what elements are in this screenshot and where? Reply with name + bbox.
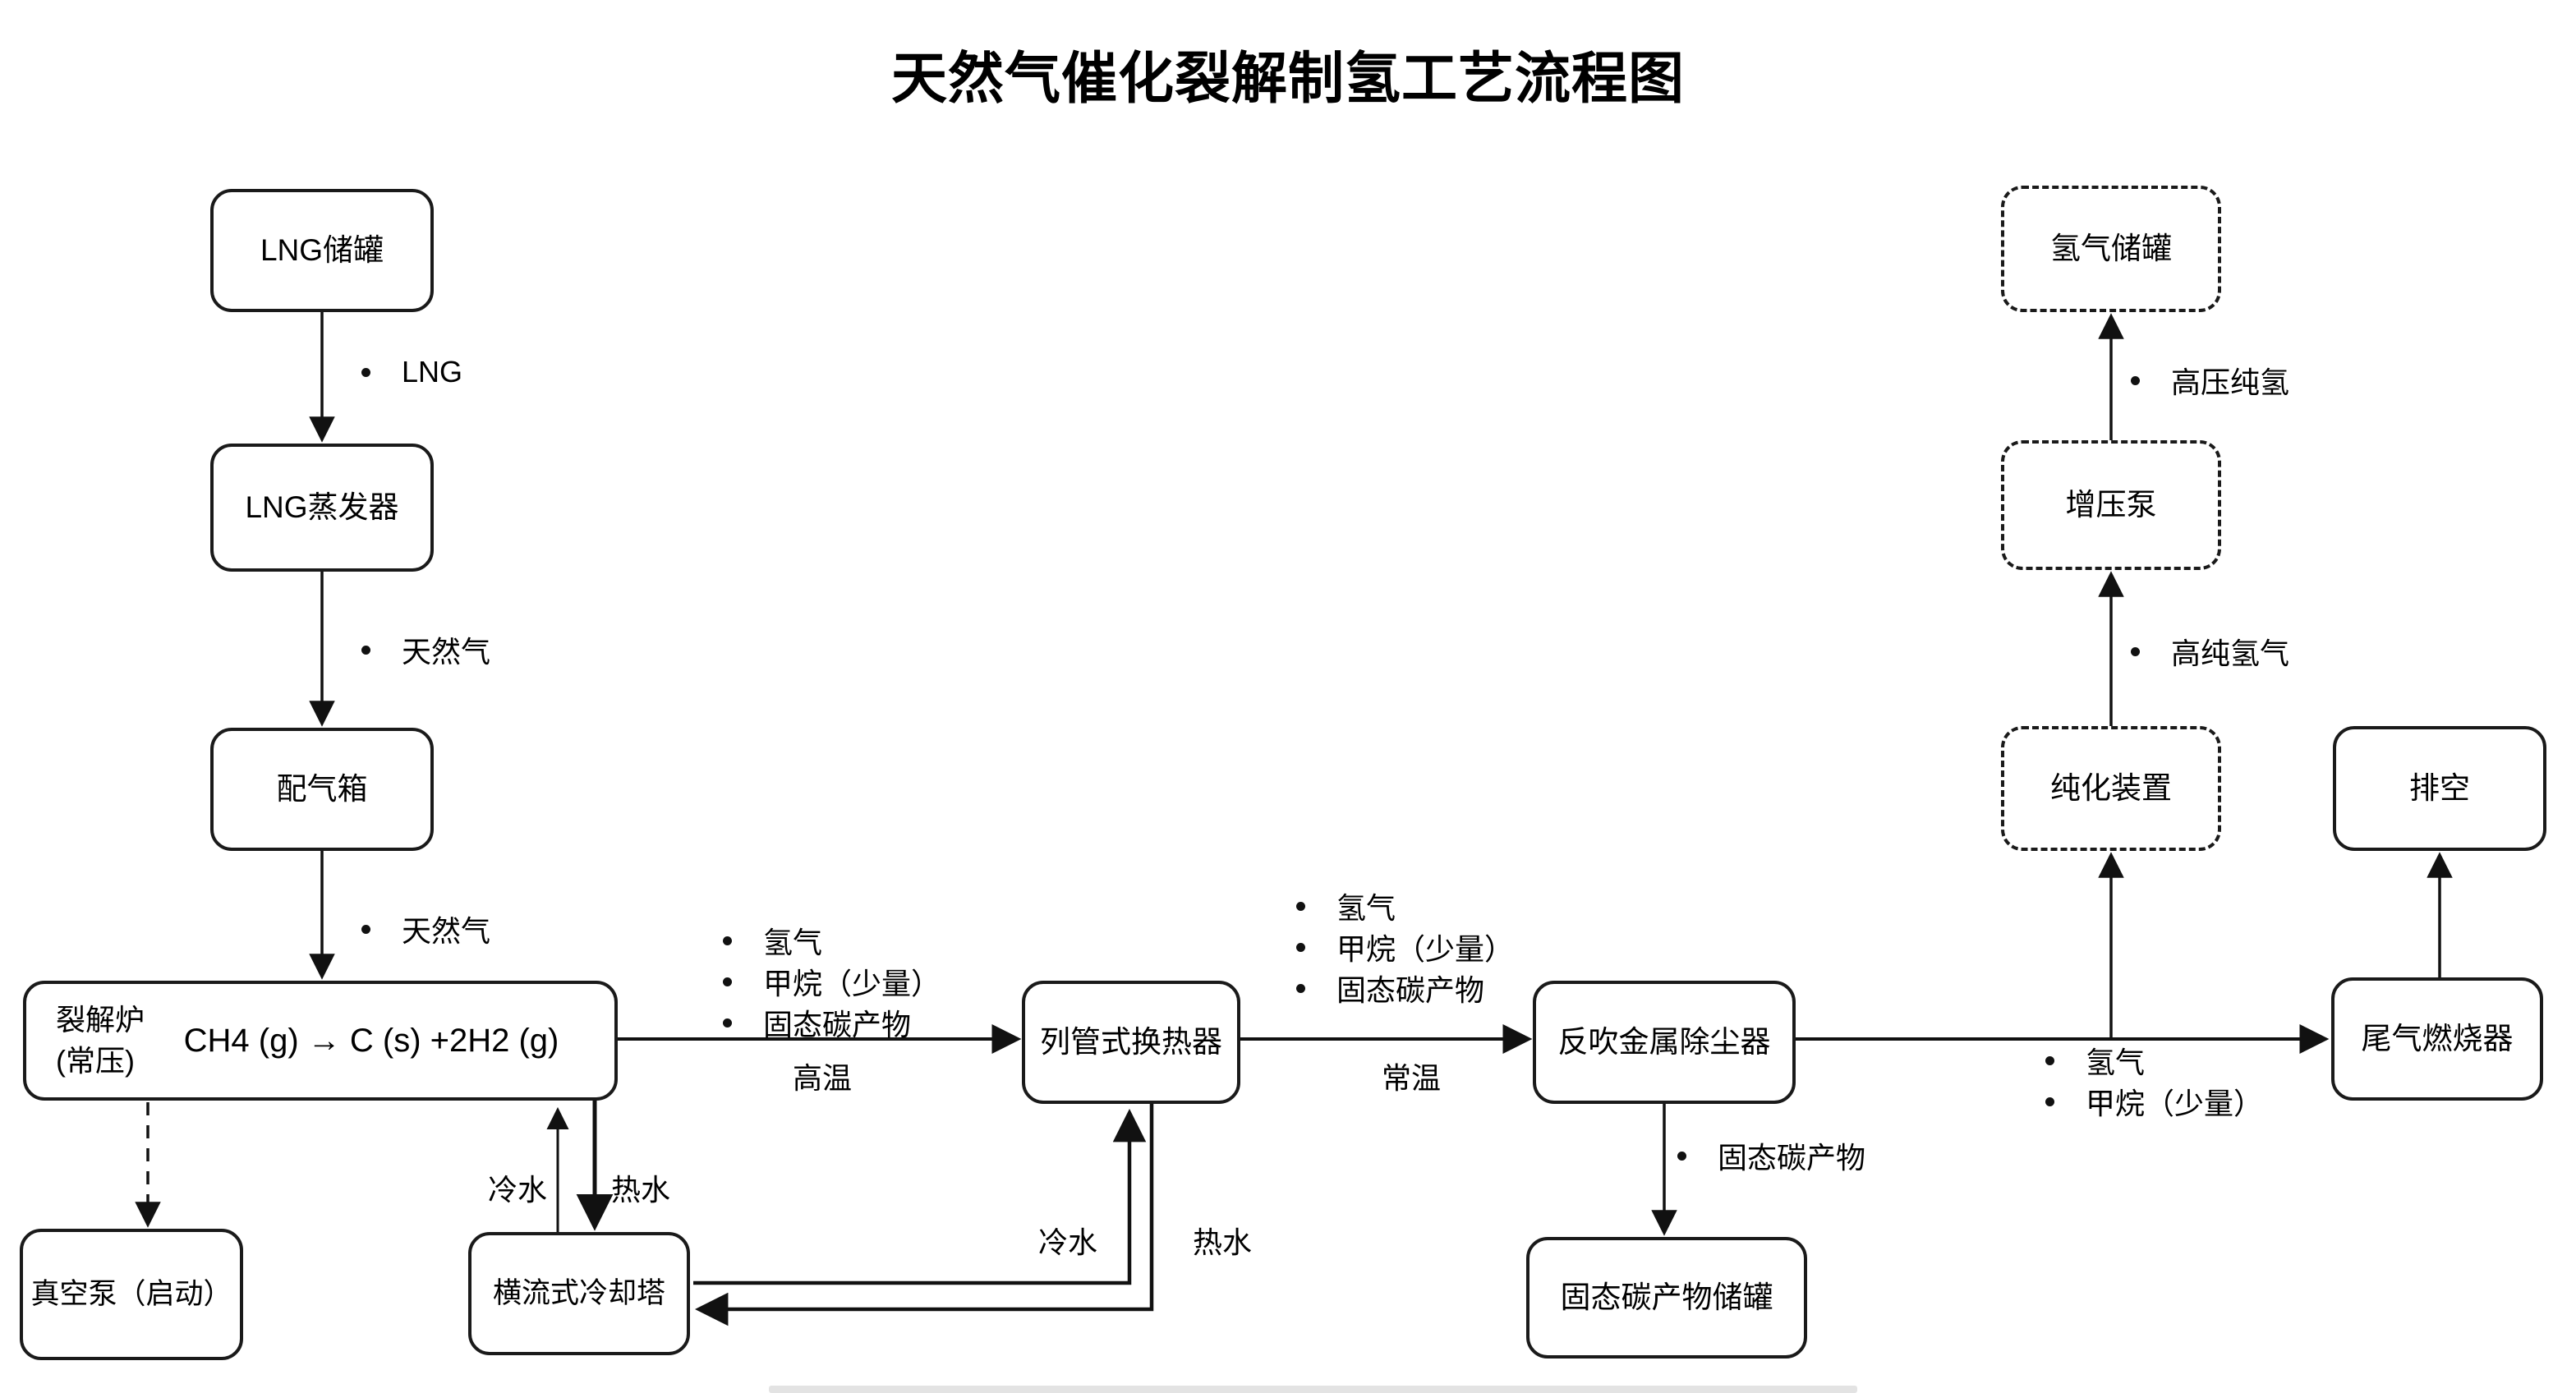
stream-label-high-pressure-h2: 高压纯氢 [2131, 363, 2289, 399]
bullet-icon [1296, 942, 1305, 952]
water-label-hot-right: 热水 [1193, 1225, 1253, 1259]
stream-label-exchanger-output: 氢气 甲烷（少量） 固态碳产物 [1296, 889, 1514, 1007]
node-hydrogen-tank[interactable]: 氢气储罐 [2001, 186, 2221, 312]
node-label: 尾气燃烧器 [2361, 1021, 2514, 1055]
node-label: 列管式换热器 [1040, 1024, 1222, 1059]
node-label: 配气箱 [276, 771, 368, 806]
connector-coldwater-to-exchanger [693, 1108, 1147, 1285]
node-label: 固态碳产物储罐 [1560, 1280, 1773, 1314]
node-crossflow-cooling-tower[interactable]: 横流式冷却塔 [468, 1232, 690, 1355]
node-label: 增压泵 [2065, 487, 2157, 522]
water-label-hot-left: 热水 [611, 1173, 671, 1207]
stream-label-natural-gas-1: 天然气 [361, 632, 490, 669]
node-label: LNG蒸发器 [245, 490, 399, 524]
node-label: 排空 [2409, 770, 2470, 805]
bullet-icon [1677, 1151, 1686, 1161]
node-label: 氢气储罐 [2050, 231, 2172, 265]
bullet-icon [2045, 1055, 2054, 1065]
node-shell-tube-heat-exchanger[interactable]: 列管式换热器 [1022, 981, 1240, 1104]
stream-label-natural-gas-2: 天然气 [361, 912, 490, 948]
node-vent[interactable]: 排空 [2333, 726, 2546, 851]
stream-label-high-purity-h2: 高纯氢气 [2131, 634, 2289, 670]
reaction-equation: CH4 (g) → C (s) +2H2 (g) [183, 1023, 559, 1059]
bullet-icon [361, 924, 370, 934]
node-label: 真空泵（启动） [30, 1278, 232, 1311]
stream-label-cracking-output: 氢气 甲烷（少量） 固态碳产物 [723, 923, 941, 1041]
bullet-icon [361, 367, 370, 377]
bullet-icon [723, 977, 732, 986]
connector-hotwater-to-tower [694, 1104, 1154, 1326]
bullet-icon [723, 1018, 732, 1028]
water-label-cold-left: 冷水 [488, 1173, 548, 1207]
node-solid-carbon-tank[interactable]: 固态碳产物储罐 [1526, 1237, 1807, 1359]
node-label: 纯化装置 [2050, 770, 2172, 805]
node-lng-tank[interactable]: LNG储罐 [210, 189, 434, 312]
bullet-icon [1296, 983, 1305, 993]
node-lng-vaporizer[interactable]: LNG蒸发器 [210, 444, 434, 572]
stream-label-solid-carbon: 固态碳产物 [1677, 1138, 1865, 1175]
bullet-icon [2045, 1096, 2054, 1106]
stream-label-tail-gas: 氢气 甲烷（少量） [2045, 1043, 2263, 1120]
node-booster-pump[interactable]: 增压泵 [2001, 440, 2221, 570]
node-label: 反吹金属除尘器 [1557, 1024, 1771, 1059]
node-label: 横流式冷却塔 [492, 1277, 665, 1310]
bullet-icon [2131, 375, 2140, 385]
condition-label-ambient-temp: 常温 [1382, 1061, 1442, 1095]
diagram-title: 天然气催化裂解制氢工艺流程图 [890, 48, 1685, 110]
node-cracking-furnace[interactable]: 裂解炉(常压) CH4 (g) → C (s) +2H2 (g) [23, 981, 618, 1101]
bottom-scrollbar[interactable] [769, 1386, 1857, 1393]
node-backblow-metal-dust-remover[interactable]: 反吹金属除尘器 [1533, 981, 1796, 1104]
node-vacuum-pump[interactable]: 真空泵（启动） [20, 1229, 243, 1360]
stream-label-lng: LNG [361, 355, 462, 389]
node-label: 裂解炉(常压) [56, 1002, 145, 1078]
condition-label-high-temp: 高温 [793, 1061, 853, 1095]
node-tail-gas-burner[interactable]: 尾气燃烧器 [2331, 977, 2543, 1101]
bullet-icon [1296, 901, 1305, 911]
node-label: LNG储罐 [260, 232, 384, 267]
bullet-icon [2131, 646, 2140, 656]
bullet-icon [361, 645, 370, 655]
node-purification-unit[interactable]: 纯化装置 [2001, 726, 2221, 851]
water-label-cold-right: 冷水 [1038, 1225, 1098, 1259]
bullet-icon [723, 936, 732, 945]
node-gas-distribution-box[interactable]: 配气箱 [210, 728, 434, 851]
